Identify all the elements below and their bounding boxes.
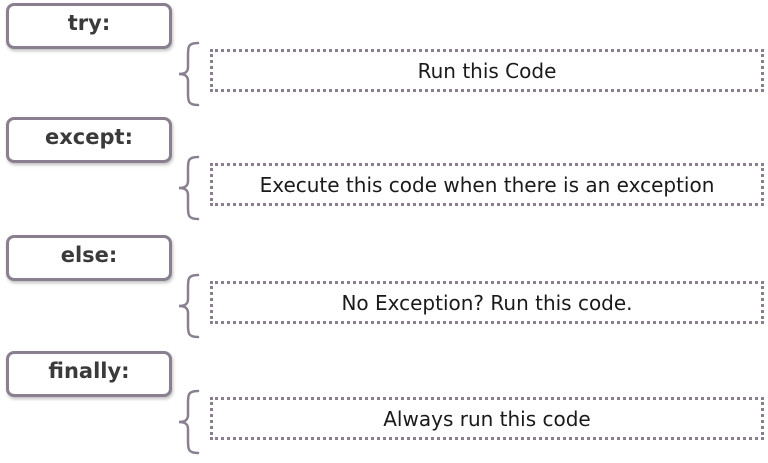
try-block: try: Run this Code <box>0 3 768 115</box>
else-action-box: No Exception? Run this code. <box>210 281 764 324</box>
except-action-box: Execute this code when there is an excep… <box>210 163 764 206</box>
finally-brace-icon <box>178 389 200 455</box>
finally-action-box: Always run this code <box>210 397 764 440</box>
except-keyword-box: except: <box>6 117 172 163</box>
else-block: else: No Exception? Run this code. <box>0 235 768 347</box>
except-block: except: Execute this code when there is … <box>0 117 768 229</box>
try-keyword-box: try: <box>6 3 172 49</box>
else-brace-icon <box>178 273 200 339</box>
try-action-box: Run this Code <box>210 49 764 92</box>
finally-block: finally: Always run this code <box>0 351 768 463</box>
else-keyword-box: else: <box>6 235 172 281</box>
finally-keyword-box: finally: <box>6 351 172 397</box>
except-brace-icon <box>178 155 200 221</box>
try-brace-icon <box>178 41 200 107</box>
